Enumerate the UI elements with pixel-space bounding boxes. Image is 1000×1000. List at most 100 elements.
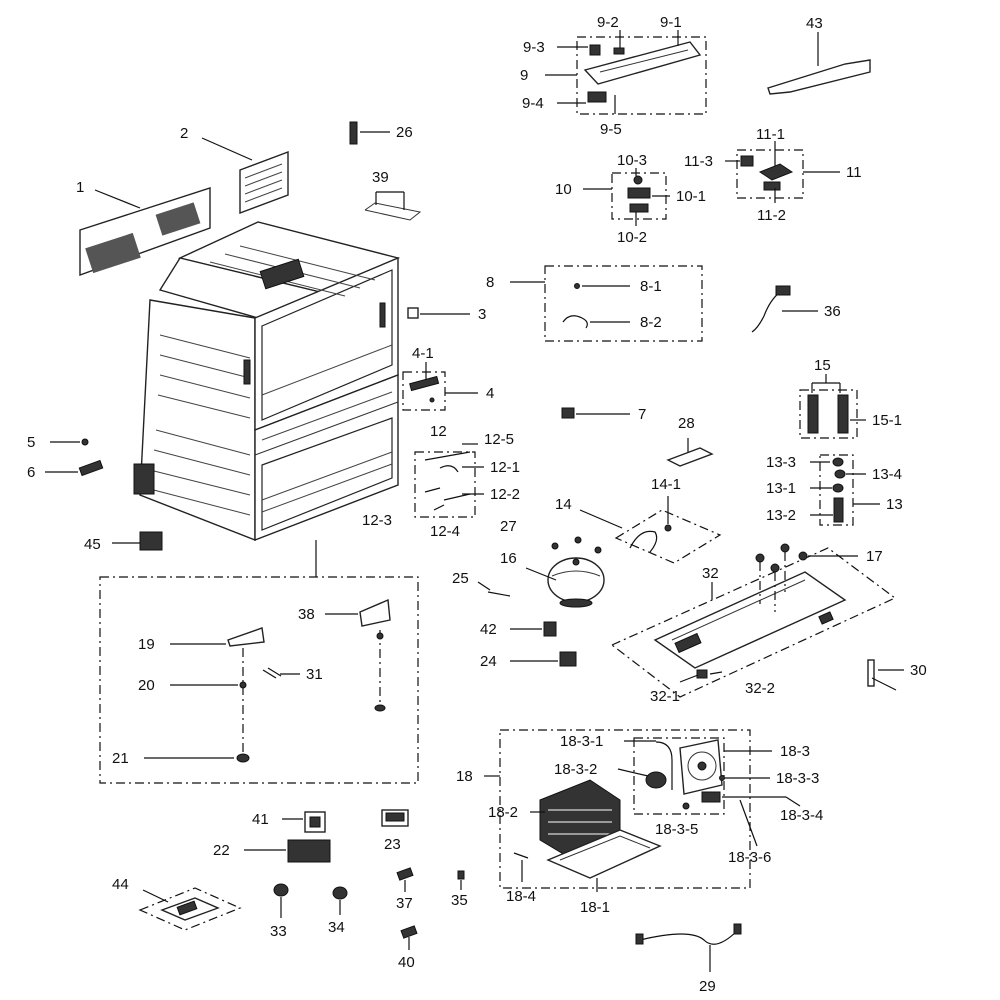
group-hinge-box xyxy=(99,576,419,784)
part-44-detail xyxy=(176,900,198,916)
label-11-3: 11-3 xyxy=(684,153,713,170)
part-41-detail xyxy=(309,816,321,828)
part-6 xyxy=(78,459,104,477)
label-40: 40 xyxy=(398,954,415,971)
label-18: 18 xyxy=(456,768,473,785)
label-9-4: 9-4 xyxy=(522,95,544,112)
label-8-2: 8-2 xyxy=(640,314,662,331)
part-18-3-fan-housing xyxy=(679,739,723,795)
label-16: 16 xyxy=(500,550,517,567)
part-42 xyxy=(543,621,557,637)
part-28 xyxy=(666,438,714,467)
part-27-screws xyxy=(551,536,602,554)
label-9-5: 9-5 xyxy=(600,121,622,138)
label-37: 37 xyxy=(396,895,413,912)
label-18-3: 18-3 xyxy=(780,743,810,760)
label-19: 19 xyxy=(138,636,155,653)
part-15-left xyxy=(807,394,819,434)
label-23: 23 xyxy=(384,836,401,853)
refrigerator-cabinet xyxy=(133,221,401,542)
label-13: 13 xyxy=(886,496,903,513)
part-9-1-cover xyxy=(583,41,702,85)
label-9: 9 xyxy=(520,67,528,84)
label-9-2: 9-2 xyxy=(597,14,619,31)
label-33: 33 xyxy=(270,923,287,940)
label-18-3-2: 18-3-2 xyxy=(554,761,597,778)
label-39: 39 xyxy=(372,169,389,186)
label-41: 41 xyxy=(252,811,269,828)
group-14-box xyxy=(614,509,722,564)
part-11-assembly xyxy=(740,155,794,191)
label-27: 27 xyxy=(500,518,517,535)
label-12-1: 12-1 xyxy=(490,459,520,476)
label-18-3-3: 18-3-3 xyxy=(776,770,819,787)
part-3 xyxy=(407,307,419,319)
label-1: 1 xyxy=(76,179,84,196)
part-33 xyxy=(273,883,289,897)
cabinet-ribs xyxy=(145,245,393,516)
part-40 xyxy=(400,925,418,939)
group-13-box xyxy=(819,454,854,526)
label-12-4: 12-4 xyxy=(430,523,460,540)
part-38-upper-hinge xyxy=(359,598,391,712)
label-25: 25 xyxy=(452,570,469,587)
label-44: 44 xyxy=(112,876,129,893)
part-18-3-5 xyxy=(682,802,690,810)
label-13-1: 13-1 xyxy=(766,480,796,497)
part-18-3-1 xyxy=(655,741,673,790)
part-21 xyxy=(236,753,250,763)
label-10-1: 10-1 xyxy=(676,188,706,205)
part-32-1 xyxy=(696,669,708,679)
label-26: 26 xyxy=(396,124,413,141)
label-18-3-4: 18-3-4 xyxy=(780,807,823,824)
label-17: 17 xyxy=(866,548,883,565)
label-11-1: 11-1 xyxy=(756,126,785,143)
part-22 xyxy=(287,839,331,863)
part-9-4 xyxy=(587,91,607,103)
label-12-3: 12-3 xyxy=(362,512,392,529)
label-7: 7 xyxy=(638,406,646,423)
label-34: 34 xyxy=(328,919,345,936)
label-12: 12 xyxy=(430,423,447,440)
part-18-3-4 xyxy=(701,791,721,803)
label-4-1: 4-1 xyxy=(412,345,434,362)
label-3: 3 xyxy=(478,306,486,323)
part-14 xyxy=(629,530,658,553)
label-5: 5 xyxy=(27,434,35,451)
label-2: 2 xyxy=(180,125,188,142)
group-15-box xyxy=(799,389,858,439)
label-18-1: 18-1 xyxy=(580,899,610,916)
label-18-3-6: 18-3-6 xyxy=(728,849,771,866)
part-30 xyxy=(867,659,897,691)
label-6: 6 xyxy=(27,464,35,481)
part-37 xyxy=(396,867,414,881)
label-15-1: 15-1 xyxy=(872,412,902,429)
label-36: 36 xyxy=(824,303,841,320)
label-43: 43 xyxy=(806,15,823,32)
group-18-box xyxy=(499,729,751,889)
part-26 xyxy=(349,121,358,145)
label-38: 38 xyxy=(298,606,315,623)
part-14-1 xyxy=(664,524,672,532)
part-18-3-3 xyxy=(719,775,725,781)
part-17-feet xyxy=(755,543,808,612)
label-13-4: 13-4 xyxy=(872,466,902,483)
label-12-2: 12-2 xyxy=(490,486,520,503)
label-20: 20 xyxy=(138,677,155,694)
part-25 xyxy=(487,591,511,597)
part-29-harness xyxy=(635,923,742,945)
part-12-assembly xyxy=(424,451,471,511)
label-8-1: 8-1 xyxy=(640,278,662,295)
label-28: 28 xyxy=(678,415,695,432)
label-30: 30 xyxy=(910,662,927,679)
part-13-assembly xyxy=(832,457,846,523)
part-45 xyxy=(139,531,163,551)
part-36 xyxy=(751,291,781,333)
part-5 xyxy=(81,438,89,446)
label-4: 4 xyxy=(486,385,494,402)
label-22: 22 xyxy=(213,842,230,859)
part-43 xyxy=(767,59,871,95)
label-18-4: 18-4 xyxy=(506,888,536,905)
label-9-3: 9-3 xyxy=(523,39,545,56)
